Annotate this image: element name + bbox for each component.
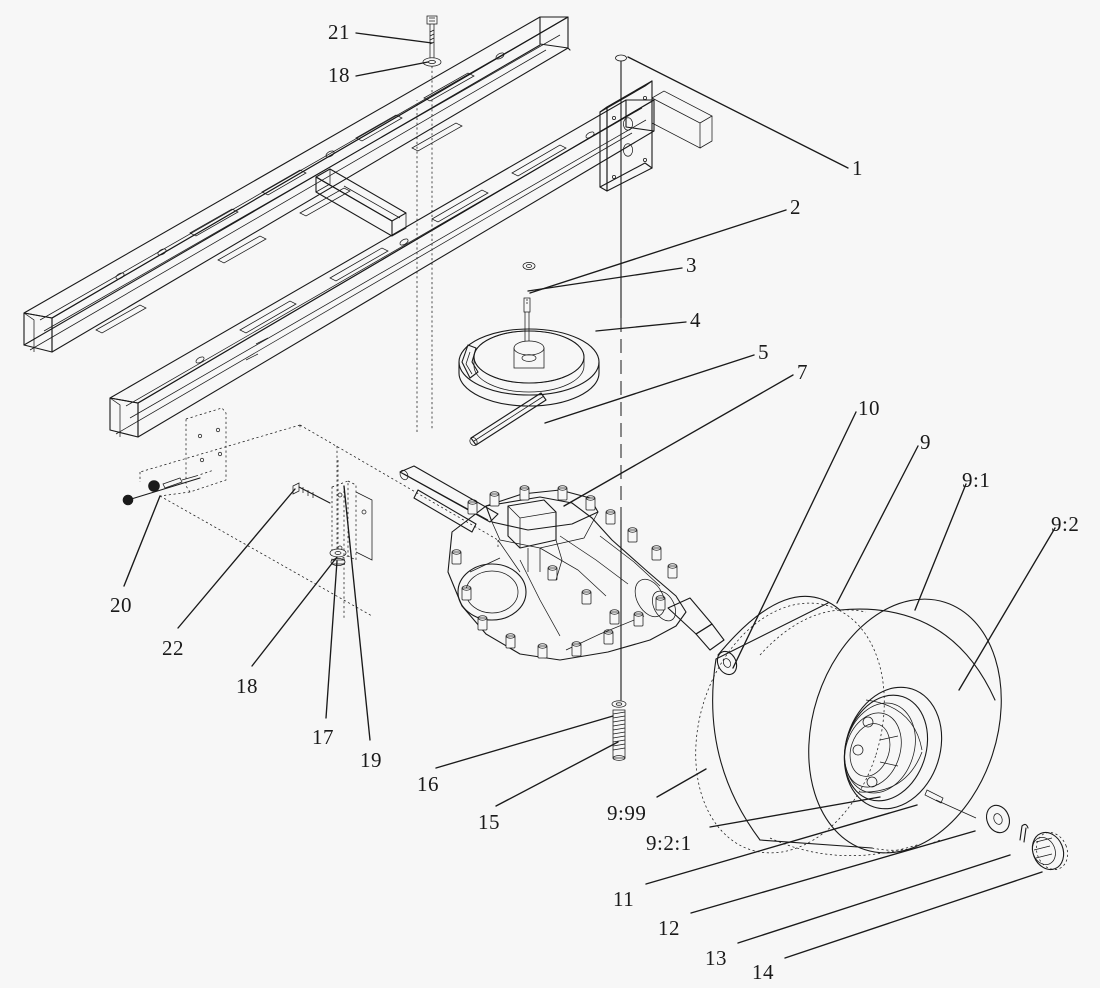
callout-9-2-1: 9:2:1 [646,831,692,855]
leader-line-2 [529,209,787,294]
phantom-deck-edges [139,100,499,617]
frame-rail-upper [23,16,571,353]
callout-2: 2 [790,195,801,219]
rod-end-linkage [122,469,215,506]
callout-4: 4 [690,308,701,332]
leader-line-9-2 [958,527,1056,691]
rear-mount-plate [599,80,713,192]
callout-9-1: 9:1 [962,468,991,492]
callout-21: 21 [328,20,350,44]
leader-line-21 [355,32,433,44]
callout-16: 16 [417,772,439,796]
callout-22: 22 [162,636,184,660]
leader-line-1 [627,56,849,169]
axle-hardware [985,804,1068,871]
leader-line-3 [527,267,683,292]
leader-line-22 [177,488,296,629]
callout-12: 12 [658,916,680,940]
frame-rail-lower [109,99,655,438]
leader-line-15 [495,741,619,807]
leader-line-9-99 [656,768,707,798]
cross-member [315,168,407,237]
leader-line-4 [595,321,687,332]
callout-18: 18 [236,674,258,698]
callout-9-2: 9:2 [1051,512,1080,536]
leader-line-19 [343,485,371,741]
callout-7: 7 [797,360,808,384]
callout-18: 18 [328,63,350,87]
callout-10: 10 [858,396,880,420]
callout-13: 13 [705,946,727,970]
leader-line-13 [737,854,1011,944]
leader-line-20 [123,495,161,587]
drive-pulley-and-belt [458,262,600,446]
leader-line-18 [251,556,338,667]
leader-line-18 [355,61,429,77]
leader-line-7 [563,374,794,507]
callout-9: 9 [920,430,931,454]
wheel-assembly [695,595,1002,857]
callout-19: 19 [360,748,382,772]
leader-line-16 [435,715,614,769]
leader-line-9-2-1 [709,796,881,828]
left-mount-plate [159,407,227,497]
callout-20: 20 [110,593,132,617]
center-axis-rod [611,54,627,761]
callout-9-99: 9:99 [607,801,647,825]
leader-line-14 [784,871,1043,959]
callout-15: 15 [478,810,500,834]
callout-3: 3 [686,253,697,277]
callout-17: 17 [312,725,334,749]
callout-11: 11 [613,887,635,911]
leader-line-11 [645,804,918,885]
leader-line-12 [690,830,976,914]
leader-line-9-1 [914,483,967,611]
callout-1: 1 [852,156,863,180]
bolt-21-assembly [422,15,442,430]
leader-line-5 [544,354,755,424]
leader-line-10 [732,411,857,669]
callout-5: 5 [758,340,769,364]
leader-line-17 [325,560,338,719]
callout-14: 14 [752,960,774,984]
leader-line-9 [836,445,919,604]
